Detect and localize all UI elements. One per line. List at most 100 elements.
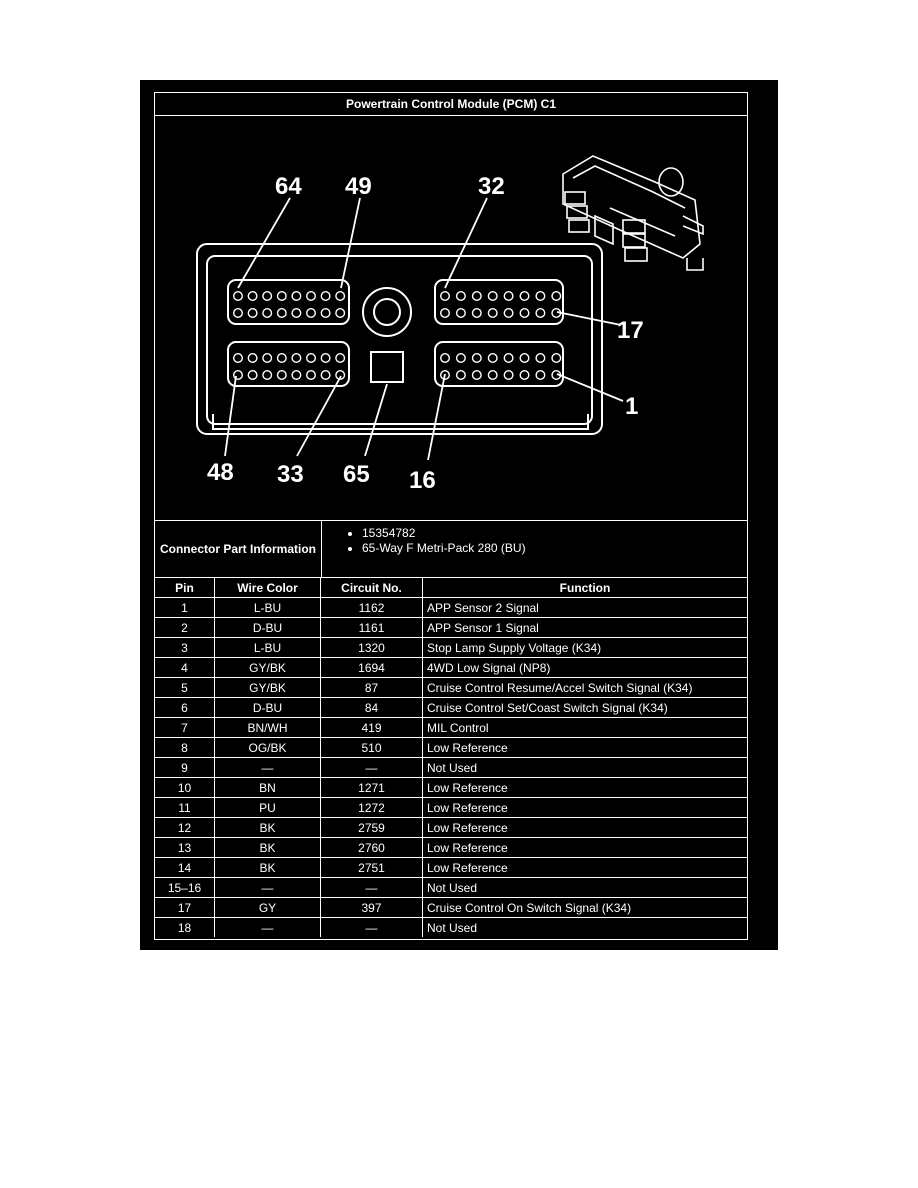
function-cell: Cruise Control On Switch Signal (K34) (422, 897, 747, 918)
cavity-pin (455, 307, 466, 318)
header-function: Function (422, 578, 747, 598)
cavity-pin (471, 307, 482, 318)
pin-cell: 6 (155, 697, 215, 718)
function-cell: Low Reference (422, 817, 747, 838)
circuit-cell: 397 (320, 897, 423, 918)
pin-cell: 8 (155, 737, 215, 758)
cavity-group-lower-left (227, 341, 350, 387)
function-cell: Low Reference (422, 837, 747, 858)
pin-cell: 13 (155, 837, 215, 858)
cavity-pin (535, 307, 546, 318)
leader-49 (340, 197, 361, 289)
connector-housing (196, 243, 603, 435)
function-cell: Cruise Control Resume/Accel Switch Signa… (422, 677, 747, 698)
circuit-cell: — (320, 757, 423, 778)
cavity-pin (503, 352, 514, 363)
circuit-cell: 1320 (320, 637, 423, 658)
cavity-pin (535, 290, 546, 301)
circuit-cell: 1271 (320, 777, 423, 798)
wire-color-cell: BK (214, 837, 321, 858)
cavity-pin (291, 352, 302, 363)
cavity-pin (503, 290, 514, 301)
cavity-pin (320, 352, 331, 363)
cavity-pin (519, 307, 530, 318)
connector-3d-view (562, 155, 704, 271)
function-cell: Low Reference (422, 777, 747, 798)
connector-part-info: Connector Part Information 15354782 65-W… (155, 521, 747, 578)
connector-description: 65-Way F Metri-Pack 280 (BU) (362, 541, 747, 556)
wire-color-cell: D-BU (214, 697, 321, 718)
pin-cell: 1 (155, 597, 215, 618)
cavity-pin (519, 290, 530, 301)
callout-17: 17 (617, 317, 644, 344)
cavity-pin (487, 369, 498, 380)
leader-65 (364, 383, 388, 457)
circuit-cell: 87 (320, 677, 423, 698)
wire-color-cell: — (214, 877, 321, 898)
callout-64: 64 (275, 173, 302, 200)
wire-color-cell: L-BU (214, 597, 321, 618)
circuit-cell: 1162 (320, 597, 423, 618)
cavity-pin (551, 290, 562, 301)
function-cell: Low Reference (422, 737, 747, 758)
pin-cell: 11 (155, 797, 215, 818)
center-bolt-inner (373, 298, 401, 326)
cavity-pin (503, 369, 514, 380)
callout-16: 16 (409, 467, 436, 494)
pin-cell: 5 (155, 677, 215, 698)
page-title: Powertrain Control Module (PCM) C1 (155, 93, 747, 116)
cavity-pin (440, 352, 451, 363)
pin-cell: 9 (155, 757, 215, 778)
cavity-pins (232, 290, 562, 380)
cavity-pin (519, 369, 530, 380)
function-cell: Not Used (422, 917, 747, 937)
cavity-pin (232, 290, 243, 301)
callout-33: 33 (277, 461, 304, 488)
cavity-pin (305, 307, 316, 318)
cavity-pin (335, 290, 346, 301)
cavity-pin (455, 352, 466, 363)
cavity-group-upper-left (227, 279, 350, 325)
wire-color-cell: BN/WH (214, 717, 321, 738)
function-cell: APP Sensor 2 Signal (422, 597, 747, 618)
table-row: 9——Not Used (155, 757, 747, 778)
cavity-pin (232, 369, 243, 380)
cavity-pin (262, 352, 273, 363)
cavity-pin (440, 307, 451, 318)
leader-32 (444, 197, 488, 289)
circuit-cell: 1694 (320, 657, 423, 678)
cavity-pin (455, 290, 466, 301)
cavity-pin (487, 352, 498, 363)
leader-17 (556, 311, 622, 326)
cavity-pin (276, 369, 287, 380)
callout-49: 49 (345, 173, 372, 200)
cavity-pin (320, 369, 331, 380)
cavity-pin (247, 307, 258, 318)
function-cell: Cruise Control Set/Coast Switch Signal (… (422, 697, 747, 718)
leader-1 (556, 373, 624, 402)
pin-cell: 15–16 (155, 877, 215, 898)
connector-part-number: 15354782 (362, 526, 747, 541)
cavity-pin (305, 352, 316, 363)
connector-drawing: 64 49 32 17 1 48 33 65 16 (196, 155, 704, 494)
pin-cell: 4 (155, 657, 215, 678)
pin-cell: 14 (155, 857, 215, 878)
pin-cell: 7 (155, 717, 215, 738)
cavity-pin (262, 290, 273, 301)
cavity-pin (276, 352, 287, 363)
pin-cell: 10 (155, 777, 215, 798)
cavity-pin (519, 352, 530, 363)
cavity-pin (487, 307, 498, 318)
cavity-pin (487, 290, 498, 301)
cavity-pin (320, 290, 331, 301)
